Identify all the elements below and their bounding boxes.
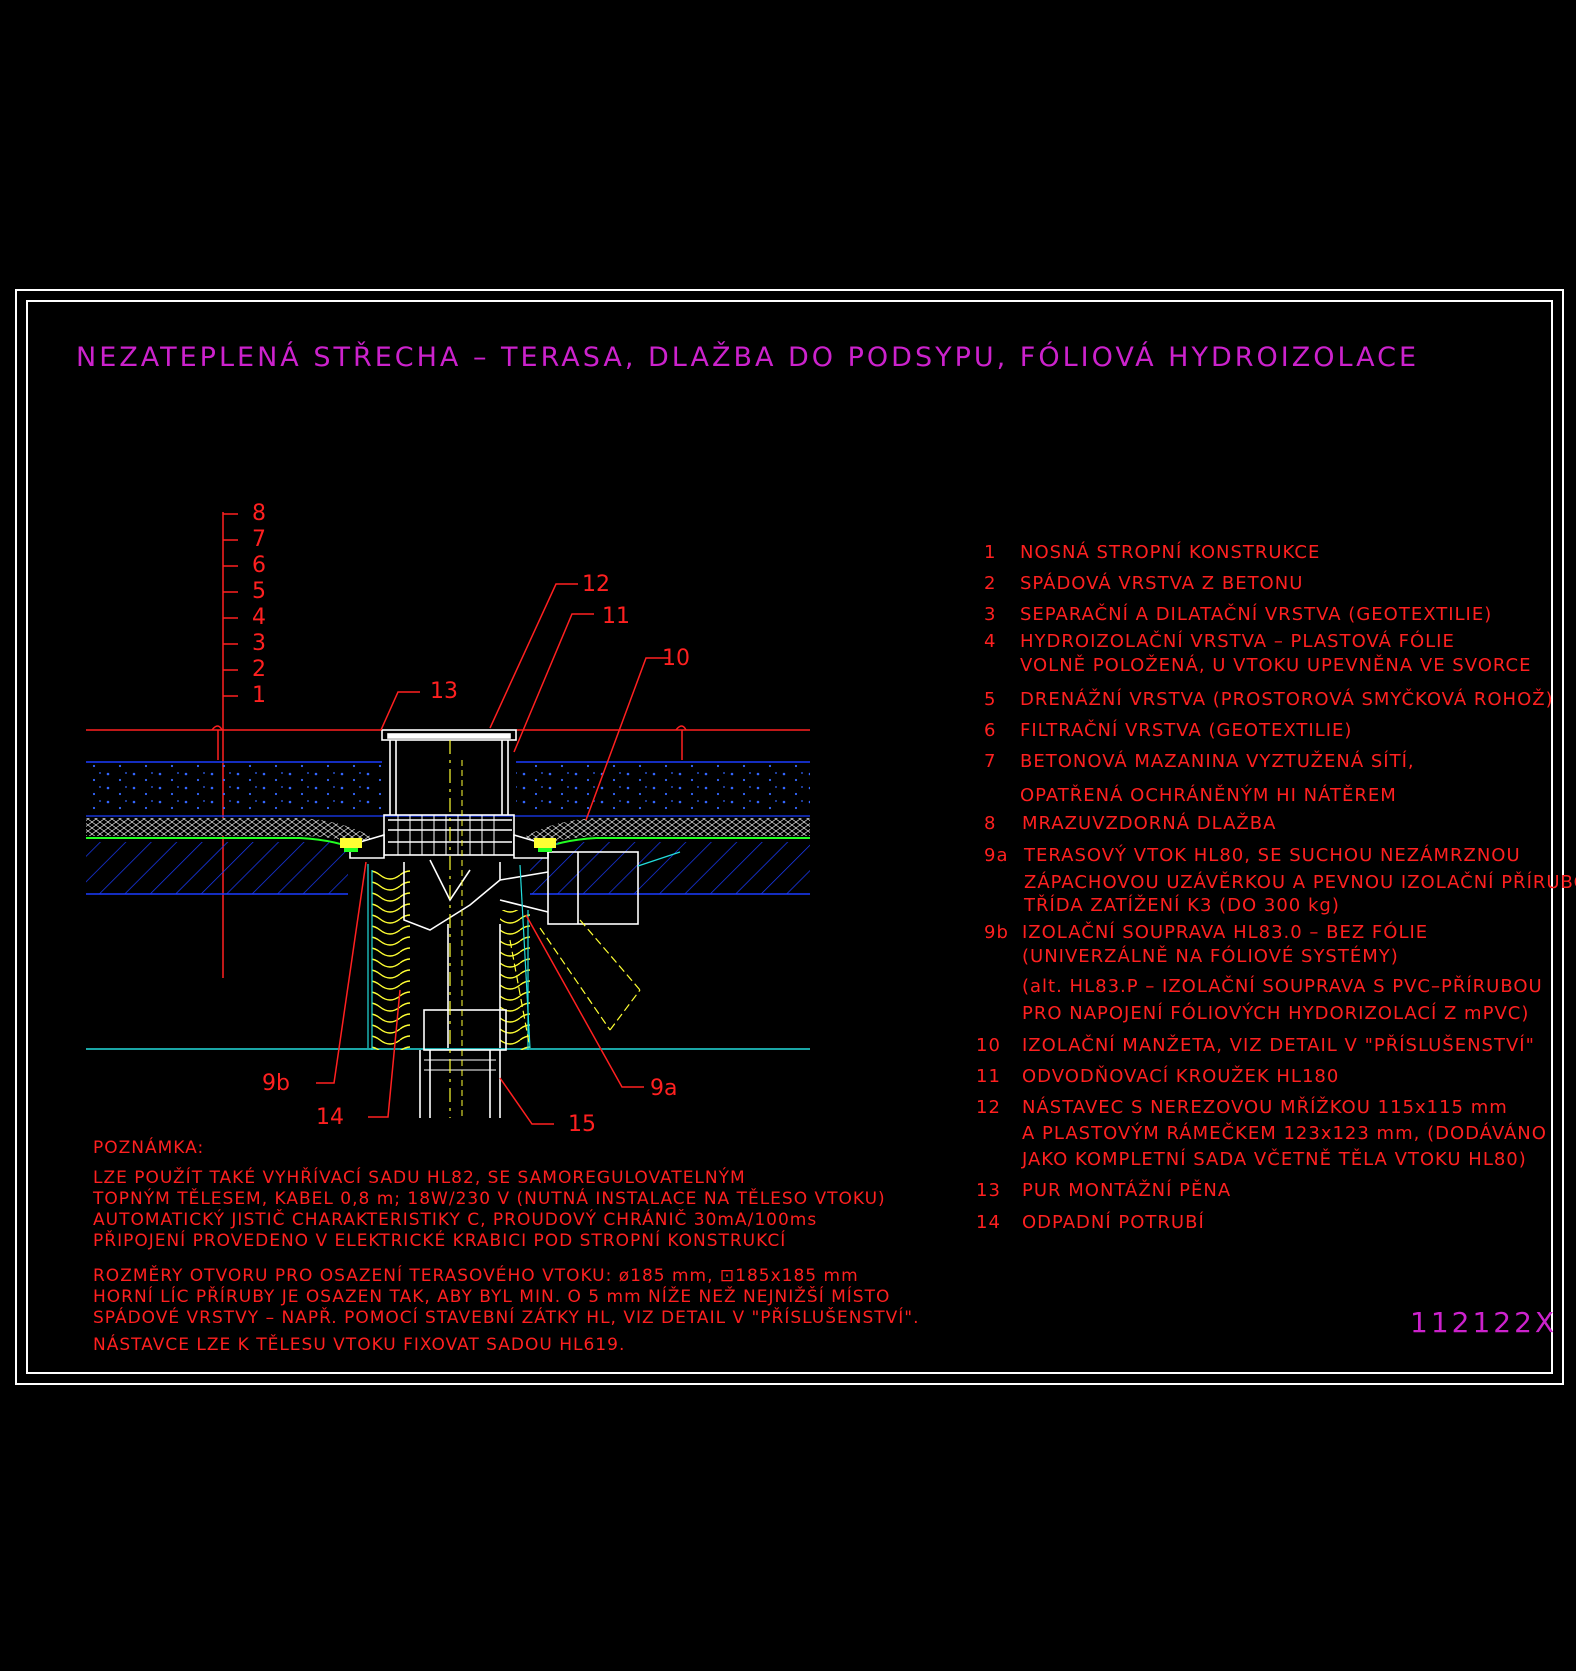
legend-text-9a-3: TŘÍDA ZATÍŽENÍ K3 (DO 300 kg) [1024,895,1340,916]
legend-num-8: 8 [984,813,997,834]
scale-label-3: 3 [252,631,266,656]
legend-text-9b-2: (UNIVERZÁLNĚ NA FÓLIOVÉ SYSTÉMY) [1022,946,1399,967]
legend-text-7b: OPATŘENÁ OCHRÁNĚNÝM HI NÁTĚREM [1020,785,1397,806]
branch-pipe [509,919,641,1049]
callout-10: 10 [662,646,690,671]
scale-label-5: 5 [252,579,266,604]
layer-scale [222,512,238,978]
note-line-5: ROZMĚRY OTVORU PRO OSAZENÍ TERASOVÉHO VT… [93,1266,859,1286]
callout-9a: 9a [650,1076,678,1101]
legend-text-2: SPÁDOVÁ VRSTVA Z BETONU [1020,573,1304,594]
legend-text-8: MRAZUVZDORNÁ DLAŽBA [1022,813,1277,834]
legend-text-9b-1: IZOLAČNÍ SOUPRAVA HL83.0 – BEZ FÓLIE [1022,922,1429,943]
callout-13: 13 [430,679,458,704]
legend-text-9b-3: (alt. HL83.P – IZOLAČNÍ SOUPRAVA S PVC–P… [1022,976,1543,997]
callout-11: 11 [602,604,630,629]
note-line-6: HORNÍ LÍC PŘÍRUBY JE OSAZEN TAK, ABY BYL… [93,1287,891,1307]
legend-num-9a: 9a [984,845,1009,866]
note-line-4: PŘIPOJENÍ PROVEDENO V ELEKTRICKÉ KRABICI… [93,1231,787,1251]
legend-text-4b: VOLNĚ POLOŽENÁ, U VTOKU UPEVNĚNA VE SVOR… [1020,655,1532,676]
drawing-title: NEZATEPLENÁ STŘECHA – TERASA, DLAŽBA DO … [76,342,1420,373]
clamp-details [340,838,556,852]
outer-frame [15,289,1564,1385]
legend-num-2: 2 [984,573,997,594]
legend-text-3: SEPARAČNÍ A DILATAČNÍ VRSTVA (GEOTEXTILI… [1020,604,1493,625]
legend-text-12-3: JAKO KOMPLETNÍ SADA VČETNĚ TĚLA VTOKU HL… [1022,1149,1527,1170]
legend-text-1: NOSNÁ STROPNÍ KONSTRUKCE [1020,542,1321,563]
scale-label-7: 7 [252,527,266,552]
legend-num-3: 3 [984,604,997,625]
callout-14: 14 [316,1105,344,1130]
legend-text-9a-2: ZÁPACHOVOU UZÁVĚRKOU A PEVNOU IZOLAČNÍ P… [1024,872,1576,893]
legend-num-7: 7 [984,751,997,772]
legend-num-9b: 9b [984,922,1009,943]
slab-layer [86,842,348,894]
note-line-7: SPÁDOVÉ VRSTVY – NAPŘ. POMOCÍ STAVEBNÍ Z… [93,1308,920,1328]
legend-num-12: 12 [976,1097,1001,1118]
legend-text-14: ODPADNÍ POTRUBÍ [1022,1212,1205,1233]
screed-layer [86,762,382,810]
drain-body [349,729,639,1118]
legend-text-7a: BETONOVÁ MAZANINA VYZTUŽENÁ SÍTÍ, [1020,751,1415,772]
legend-text-13: PUR MONTÁŽNÍ PĚNA [1022,1180,1232,1201]
legend-text-5: DRENÁŽNÍ VRSTVA (PROSTOROVÁ SMYČKOVÁ ROH… [1020,689,1554,710]
legend-num-6: 6 [984,720,997,741]
legend-text-12-2: A PLASTOVÝM RÁMEČKEM 123x123 mm, (DODÁVÁ… [1022,1123,1547,1144]
scale-label-1: 1 [252,683,266,708]
legend-text-9b-4: PRO NAPOJENÍ FÓLIOVÝCH HYDORIZOLACÍ Z mP… [1022,1003,1530,1024]
legend-num-4: 4 [984,631,997,652]
legend-text-11: ODVODŇOVACÍ KROUŽEK HL180 [1022,1066,1340,1087]
legend-text-10: IZOLAČNÍ MANŽETA, VIZ DETAIL V "PŘÍSLUŠE… [1022,1035,1535,1056]
leader-lines [316,583,670,1125]
note-line-3: AUTOMATICKÝ JISTIČ CHARAKTERISTIKY C, PR… [93,1210,818,1230]
drawing-code: 112122X [1410,1306,1558,1339]
legend-text-9a-1: TERASOVÝ VTOK HL80, SE SUCHOU NEZÁMRZNOU [1024,845,1521,866]
legend-text-4a: HYDROIZOLAČNÍ VRSTVA – PLASTOVÁ FÓLIE [1020,631,1455,652]
scale-label-8: 8 [252,501,266,526]
callout-9b: 9b [262,1071,290,1096]
callout-12: 12 [582,572,610,597]
scale-label-6: 6 [252,553,266,578]
legend-num-5: 5 [984,689,997,710]
legend-num-13: 13 [976,1180,1001,1201]
legend-text-6: FILTRAČNÍ VRSTVA (GEOTEXTILIE) [1020,720,1353,741]
legend-num-1: 1 [984,542,997,563]
scale-label-2: 2 [252,657,266,682]
legend-num-11: 11 [976,1066,1001,1087]
note-line-2: TOPNÝM TĚLESEM, KABEL 0,8 m; 18W/230 V (… [93,1189,886,1209]
scale-label-4: 4 [252,605,266,630]
callout-15: 15 [568,1112,596,1137]
note-heading: POZNÁMKA: [93,1138,205,1158]
legend-num-14: 14 [976,1212,1001,1233]
legend-text-12-1: NÁSTAVEC S NEREZOVOU MŘÍŽKOU 115x115 mm [1022,1097,1508,1118]
inner-frame [26,300,1553,1374]
paving-layer [86,725,810,760]
note-line-8: NÁSTAVCE LZE K TĚLESU VTOKU FIXOVAT SADO… [93,1335,626,1355]
legend-num-10: 10 [976,1035,1001,1056]
note-line-1: LZE POUŽÍT TAKÉ VYHŘÍVACÍ SADU HL82, SE … [93,1168,746,1188]
